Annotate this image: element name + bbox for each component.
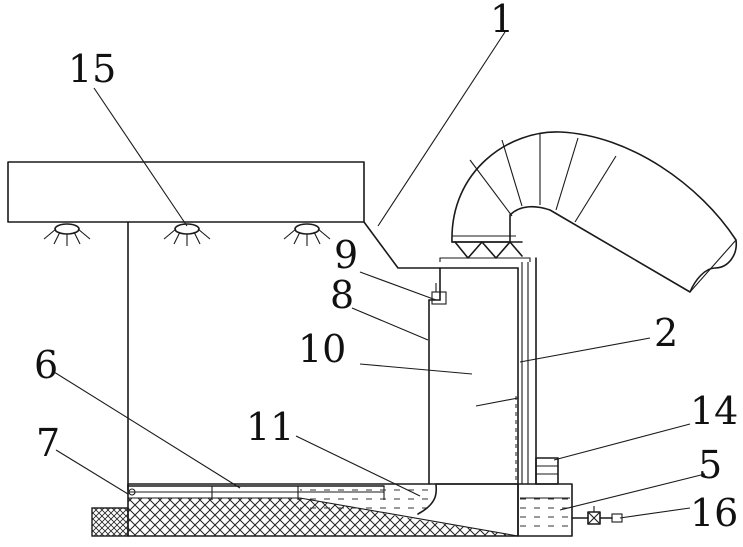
- hopper-chute: [363, 221, 441, 269]
- absorption-tower: [428, 257, 531, 485]
- label-7: 7: [36, 421, 60, 465]
- bottom-basin: [91, 483, 519, 537]
- sprinkler-nozzle-icon: [283, 223, 331, 246]
- label-8: 8: [330, 273, 354, 317]
- conveyor-grate: [127, 485, 385, 500]
- label-5: 5: [698, 443, 722, 487]
- top-enclosure: [7, 161, 365, 223]
- label-1: 1: [490, 0, 514, 41]
- leader-lines: [53, 31, 706, 519]
- label-2: 2: [654, 311, 678, 355]
- label-14: 14: [690, 389, 738, 433]
- water-tank: [517, 483, 573, 537]
- sprinkler-nozzle-icon: [43, 223, 91, 246]
- label-9: 9: [334, 233, 358, 277]
- label-11: 11: [246, 405, 294, 449]
- pump-icon: [535, 457, 559, 485]
- label-15: 15: [68, 47, 116, 91]
- label-6: 6: [34, 343, 58, 387]
- drain-valve-icon: [571, 506, 623, 525]
- label-10: 10: [298, 327, 346, 371]
- sprinkler-nozzle-icon: [163, 223, 211, 246]
- exhaust-duct: [451, 131, 738, 293]
- label-16: 16: [690, 491, 738, 535]
